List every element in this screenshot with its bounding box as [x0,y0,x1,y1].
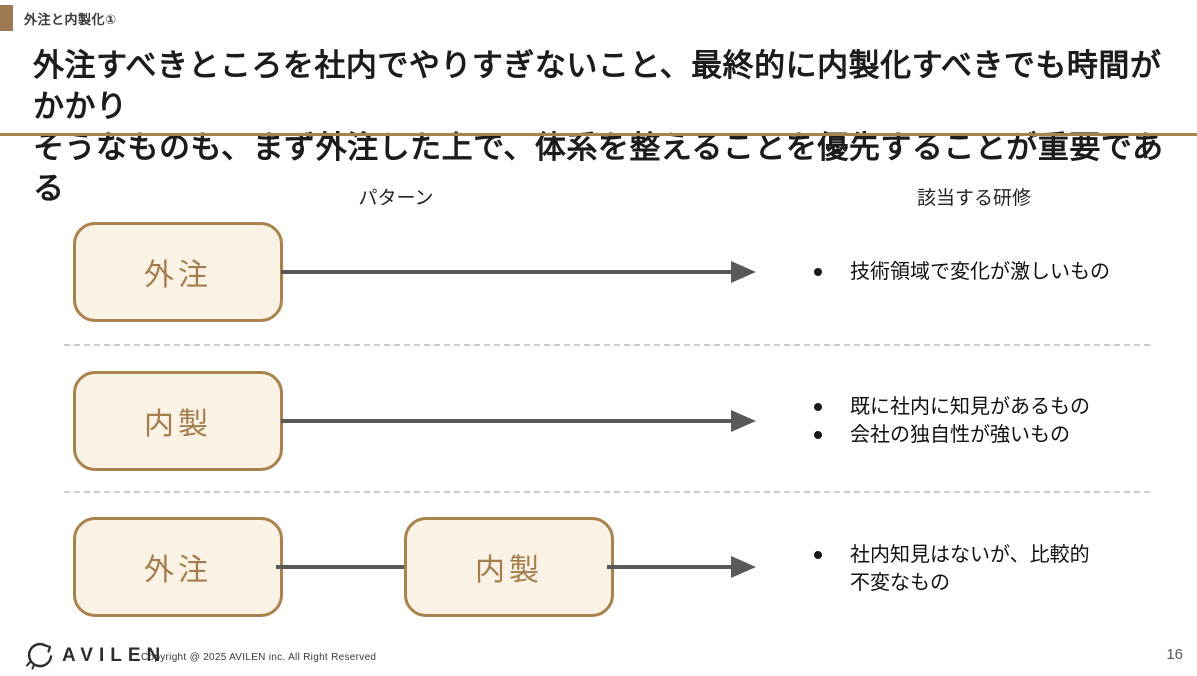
pattern-box-outsource-3: 外注 [73,517,283,617]
bullet-item: 社内知見はないが、比較的 不変なもの [814,541,1174,597]
bullet-dot [814,551,822,559]
bullet-list-row3: 社内知見はないが、比較的 不変なもの [814,541,1174,597]
avilen-lion-logo-icon [23,640,55,675]
copyright-text: Copyright @ 2025 AVILEN inc. All Right R… [141,652,377,663]
avilen-wordmark: AVILEN [62,645,167,666]
bullet-dot [814,431,822,439]
connector-line-row3-right [607,565,733,569]
page-number: 16 [1166,646,1183,663]
dashed-divider-2 [64,491,1150,493]
pattern-box-outsource-1: 外注 [73,222,283,322]
bullet-item: 既に社内に知見があるもの [814,393,1174,421]
kicker-label: 外注と内製化① [24,12,117,27]
column-header-training: 該当する研修 [916,188,1031,209]
connector-line-row2 [281,419,733,423]
title-underline [0,133,1197,136]
bullet-text: 技術領域で変化が激しいもの [850,261,1110,283]
pattern-box-inhouse-3: 内製 [404,517,614,617]
bullet-item: 技術領域で変化が激しいもの [814,258,1174,286]
bullet-text: 既に社内に知見があるもの [850,396,1090,418]
connector-line-row1 [281,270,733,274]
bullet-dot [814,268,822,276]
bullet-list-row2: 既に社内に知見があるもの 会社の独自性が強いもの [814,393,1174,449]
pattern-box-inhouse-2: 内製 [73,371,283,471]
bullet-text: 社内知見はないが、比較的 不変なもの [850,544,1090,594]
arrow-head-row2 [731,410,756,432]
bullet-dot [814,403,822,411]
connector-line-row3-left [276,565,406,569]
dashed-divider-1 [64,344,1150,346]
kicker-accent-bar [0,5,13,31]
bullet-list-row1: 技術領域で変化が激しいもの [814,258,1174,286]
column-header-pattern: パターン [358,188,434,209]
slide-title-line-1: 外注すべきところを社内でやりすぎないこと、最終的に内製化すべきでも時間がかかり [33,48,1162,124]
arrow-head-row1 [731,261,756,283]
arrow-head-row3 [731,556,756,578]
bullet-item: 会社の独自性が強いもの [814,421,1174,449]
bullet-text: 会社の独自性が強いもの [850,424,1070,446]
